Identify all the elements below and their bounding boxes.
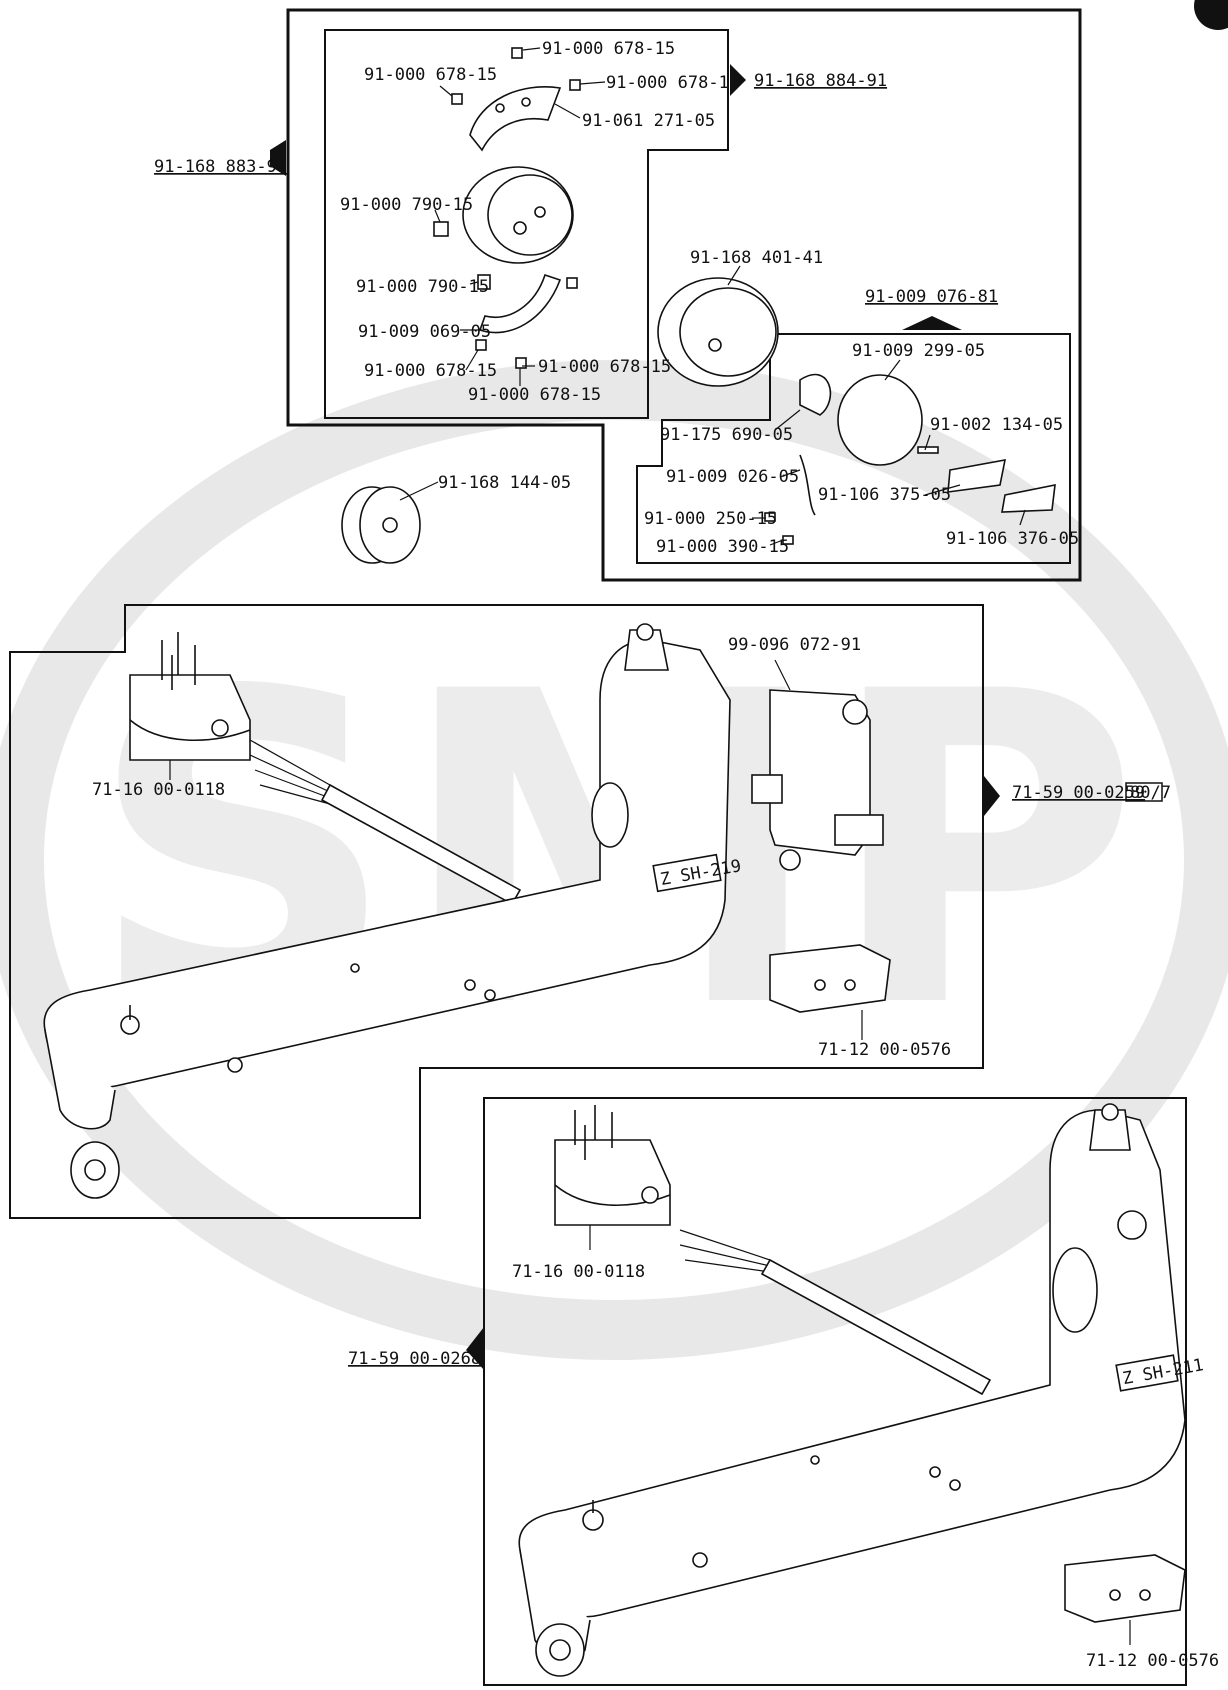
bobbin-part-label: 91-000 250-15	[644, 509, 777, 529]
hook-part-label: 91-000 678-15	[468, 385, 601, 405]
upper-ref-tag: 80/7	[1130, 783, 1171, 803]
bobbin-part-label: 91-002 134-05	[930, 415, 1063, 435]
bobbin-leaders	[399, 265, 1026, 546]
upper-microswitch-drawing	[769, 944, 891, 1013]
lower-arm-drawing	[518, 1103, 1186, 1677]
ref-hook-left-label: 91-168 883-91	[154, 157, 287, 177]
bobbin-drawing	[341, 486, 421, 564]
bobbin-label: 91-168 144-05	[438, 473, 571, 493]
hook-part-label: 91-061 271-05	[582, 111, 715, 131]
hook-part-label: 91-000 678-15	[538, 357, 671, 377]
hook-leaders	[434, 47, 606, 386]
upper-connector-label: 71-16 00-0118	[92, 780, 225, 800]
lower-microswitch-drawing	[1064, 1554, 1186, 1623]
bobbin-part-label: 91-175 690-05	[660, 425, 793, 445]
upper-arm-drawing	[43, 623, 731, 1199]
upper-connector-drawing	[129, 632, 251, 761]
hook-guard-drawing	[469, 86, 562, 152]
upper-ref-label: 71-59 00-0259	[1012, 783, 1145, 803]
bobbin-case-label: 91-168 401-41	[690, 248, 823, 268]
hook-part-label: 91-009 069-05	[358, 322, 491, 342]
ref-arrow-bobbin	[902, 316, 962, 330]
hook-part-label: 91-000 678-15	[606, 73, 739, 93]
upper-ref-arrow	[984, 776, 1000, 816]
hook-part-label: 91-000 678-15	[364, 361, 497, 381]
lower-ref-arrow	[466, 1327, 484, 1370]
ref-hook-right-label: 91-168 884-91	[754, 71, 887, 91]
upper-leaders	[169, 659, 863, 1040]
bobbin-case-frame	[636, 333, 1071, 564]
rotary-hook-drawing	[462, 166, 574, 264]
ref-arrow-right	[730, 64, 746, 96]
bobbin-part-label: 91-009 299-05	[852, 341, 985, 361]
bobbin-case-drawing	[657, 277, 779, 387]
hook-inner-frame	[324, 29, 729, 419]
upper-microswitch-label: 71-12 00-0576	[818, 1040, 951, 1060]
upper-assembly-frame	[9, 604, 984, 1219]
lower-connector-label: 71-16 00-0118	[512, 1262, 645, 1282]
lower-assembly-frame	[483, 1097, 1187, 1686]
bobbin-part-label: 91-106 375-05	[818, 485, 951, 505]
upper-switch-drawing	[751, 689, 884, 871]
bobbin-case-parts-drawing	[764, 373, 1056, 545]
bobbin-part-label: 91-000 390-15	[656, 537, 789, 557]
lower-ref-label: 71-59 00-0268	[348, 1349, 481, 1369]
ref-arrow-left	[270, 140, 286, 176]
lower-microswitch-label: 71-12 00-0576	[1086, 1651, 1219, 1671]
hook-part-label: 91-000 790-15	[340, 195, 473, 215]
bobbin-part-label: 91-106 376-05	[946, 529, 1079, 549]
bobbin-part-label: 91-009 026-05	[666, 467, 799, 487]
hook-part-label: 91-000 790-15	[356, 277, 489, 297]
bobbin-assembly-ref-label: 91-009 076-81	[865, 287, 998, 307]
hook-gib-drawing	[478, 273, 562, 334]
upper-switch-label: 99-096 072-91	[728, 635, 861, 655]
hook-outer-frame	[286, 8, 1082, 582]
corner-mark	[1194, 0, 1228, 30]
hook-part-label: 91-000 678-15	[364, 65, 497, 85]
lower-cable-drawing	[679, 1229, 992, 1396]
lower-leaders	[589, 1225, 1131, 1645]
lower-connector-drawing	[554, 1105, 671, 1226]
upper-ref-tag-box	[1125, 782, 1163, 802]
hook-part-label: 91-000 678-15	[542, 39, 675, 59]
